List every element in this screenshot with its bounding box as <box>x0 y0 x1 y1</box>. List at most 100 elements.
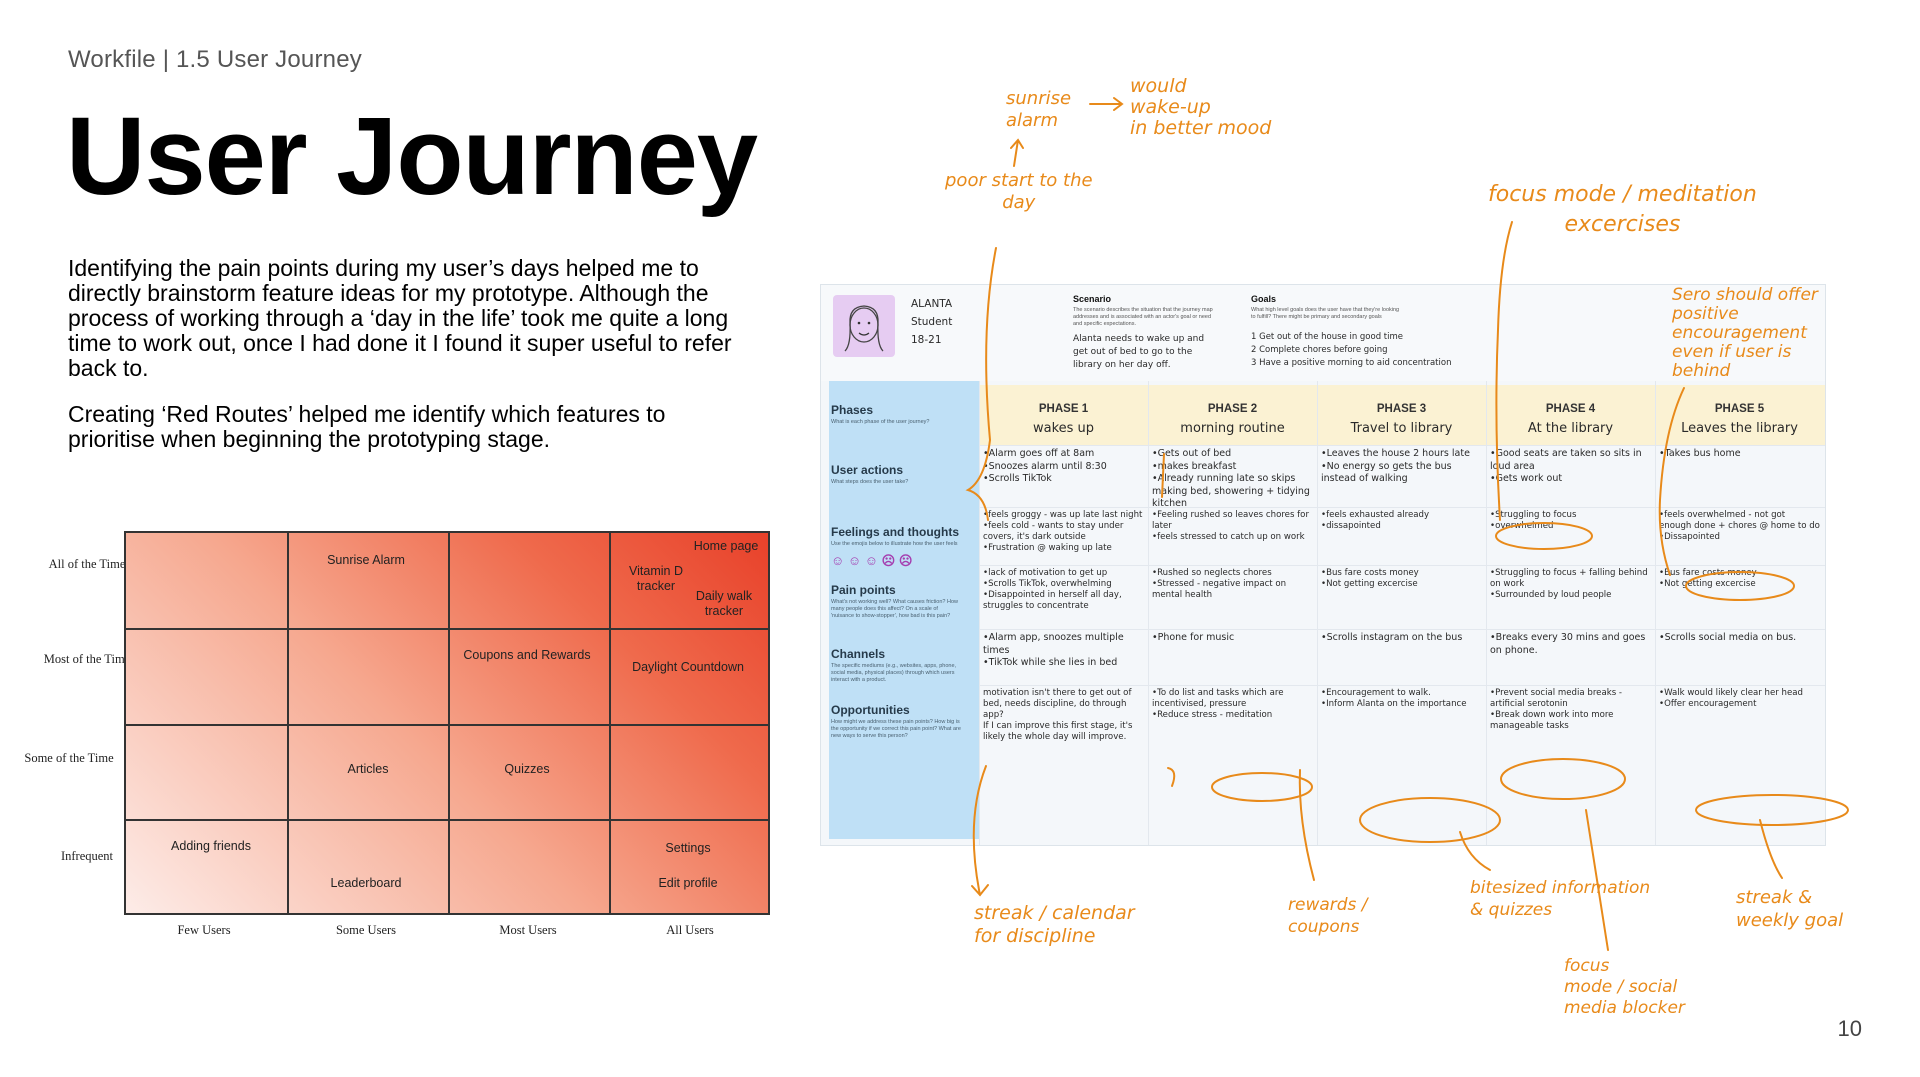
red-routes-grid: Sunrise Alarm Home page Vitamin D tracke… <box>124 531 770 915</box>
col-label-all: All Users <box>666 923 714 937</box>
row-label-most: Most of the Time <box>43 652 131 666</box>
phase-cell-opps: •Prevent social media breaks - artificia… <box>1490 688 1623 731</box>
column-divider <box>1148 381 1149 845</box>
sidebar-row-title: Feelings and thoughts <box>831 525 959 539</box>
phase-cell-pain: •Struggling to focus + falling behind on… <box>1490 568 1648 600</box>
column-divider <box>1655 381 1656 845</box>
goals-title: Goals <box>1251 294 1277 304</box>
anno-streak-calendar: streak / calendar for discipline <box>974 902 1135 947</box>
phase-cell-opps: •Encouragement to walk. •Inform Alanta o… <box>1321 688 1467 709</box>
anno-focus-social: focus mode / social media blocker <box>1564 956 1685 1018</box>
sidebar-row-title: Pain points <box>831 583 896 597</box>
anno-wake: would wake-up in better mood <box>1130 75 1272 139</box>
phase-label: PHASE 4 <box>1545 403 1596 415</box>
phase-cell-actions: •Leaves the house 2 hours late •No energ… <box>1321 448 1470 484</box>
phase-cell-opps: motivation isn't there to get out of bed… <box>983 688 1133 742</box>
grid-item-vitamin: Vitamin D tracker <box>629 564 683 593</box>
grid-item-walk: Daily walk tracker <box>695 589 753 618</box>
phase-label: PHASE 1 <box>1038 403 1089 415</box>
grid-item-leaderboard: Leaderboard <box>330 876 402 890</box>
journey-sidebar <box>829 381 979 839</box>
persona-avatar <box>833 295 895 357</box>
phase-cell-pain: •lack of motivation to get up •Scrolls T… <box>983 568 1122 611</box>
grid-item-coupons: Coupons and Rewards <box>463 648 591 662</box>
feelings-emoji-icon: ☺ ☺ ☺ ☹ ☹ <box>831 553 913 568</box>
phase-name: At the library <box>1527 421 1614 436</box>
persona-sketch-icon <box>844 305 884 352</box>
phase-label: PHASE 5 <box>1714 403 1765 415</box>
phase-cell-channels: •Scrolls instagram on the bus <box>1321 632 1463 643</box>
col-label-few: Few Users <box>177 923 231 937</box>
page-number: 10 <box>1837 1016 1862 1041</box>
scenario-text: Alanta needs to wake up and get out of b… <box>1073 334 1205 370</box>
row-divider <box>979 629 1825 630</box>
breadcrumb: Workfile | 1.5 User Journey <box>68 46 362 73</box>
phase-cell-channels: •Alarm app, snoozes multiple times •TikT… <box>983 632 1124 668</box>
sidebar-row-sub: What is each phase of the user journey? <box>831 419 930 425</box>
grid-item-sunrise: Sunrise Alarm <box>327 553 405 567</box>
anno-sunrise: sunrise alarm <box>1006 88 1072 131</box>
sidebar-row-sub: What steps does the user take? <box>831 479 909 485</box>
phase-cell-pain: •Bus fare costs money •Not getting excer… <box>1659 568 1757 589</box>
grid-item-home: Home page <box>693 539 759 553</box>
row-label-infrequent: Infrequent <box>60 849 114 863</box>
grid-item-settings: Settings <box>665 841 711 855</box>
sidebar-row-title: User actions <box>831 463 904 477</box>
sidebar-row-sub: The specific mediums (e.g., websites, ap… <box>831 663 957 683</box>
goals-sub: What high level goals does the user have… <box>1251 307 1400 320</box>
anno-rewards: rewards / coupons <box>1288 895 1368 937</box>
phase-cell-feelings: •feels overwhelmed - not got enough done… <box>1659 510 1820 542</box>
persona-name: ALANTA <box>911 298 953 310</box>
phase-cell-channels: •Phone for music <box>1152 632 1235 643</box>
row-divider <box>979 507 1825 508</box>
goals-text: 1 Get out of the house in good time 2 Co… <box>1251 332 1452 368</box>
phase-cell-actions: •Alarm goes off at 8am •Snoozes alarm un… <box>983 448 1107 484</box>
col-label-most: Most Users <box>499 923 557 937</box>
persona-age: 18-21 <box>911 334 942 346</box>
phase-name: morning routine <box>1180 421 1285 436</box>
sidebar-row-title: Phases <box>831 403 874 417</box>
row-divider <box>979 445 1825 446</box>
phases-header-band <box>979 385 1825 445</box>
persona-role: Student <box>911 316 953 328</box>
sidebar-row-sub: What's not working well? What causes fri… <box>831 599 958 619</box>
anno-bitesized: bitesized information & quizzes <box>1470 878 1651 920</box>
col-label-some: Some Users <box>335 923 397 937</box>
grid-item-friends: Adding friends <box>171 839 251 853</box>
grid-item-profile: Edit profile <box>658 876 718 890</box>
scenario-sub: The scenario describes the situation tha… <box>1073 307 1213 327</box>
sidebar-row-sub: Use the emojis below to illustrate how t… <box>831 541 958 547</box>
column-divider <box>1317 381 1318 845</box>
phase-cell-actions: •Good seats are taken so sits in loud ar… <box>1490 448 1642 484</box>
anno-poor-start: poor start to the day <box>945 170 1093 213</box>
sidebar-row-title: Opportunities <box>831 703 910 717</box>
phase-cell-channels: •Scrolls social media on bus. <box>1659 632 1797 643</box>
phase-name: wakes up <box>1032 421 1095 436</box>
grid-item-daylight: Daylight Countdown <box>632 660 744 674</box>
phase-cell-actions: •Takes bus home <box>1659 448 1741 459</box>
phase-cell-feelings: •Struggling to focus •overwhelmed <box>1490 510 1577 531</box>
anno-sero-encourage: Sero should offer positive encouragement… <box>1672 285 1818 381</box>
column-divider <box>979 381 980 845</box>
grid-item-articles: Articles <box>347 762 389 776</box>
sidebar-row-sub: How might we address these pain points? … <box>831 719 961 739</box>
phase-cell-pain: •Bus fare costs money •Not getting excer… <box>1321 568 1419 589</box>
phase-name: Travel to library <box>1350 421 1453 436</box>
page-title: User Journey <box>66 95 758 218</box>
red-routes-paragraph: Creating ‘Red Routes’ helped me identify… <box>68 401 666 452</box>
scenario-title: Scenario <box>1073 294 1112 304</box>
phase-label: PHASE 3 <box>1376 403 1427 415</box>
row-label-some: Some of the Time <box>24 751 114 765</box>
phase-name: Leaves the library <box>1681 421 1798 436</box>
sidebar-row-title: Channels <box>831 647 886 661</box>
row-label-all: All of the Time <box>48 557 126 571</box>
phase-cell-channels: •Breaks every 30 mins and goes on phone. <box>1490 632 1646 656</box>
phase-cell-opps: •To do list and tasks which are incentiv… <box>1152 688 1284 720</box>
phase-cell-feelings: •Feeling rushed so leaves chores for lat… <box>1152 510 1309 542</box>
phase-cell-feelings: •feels exhausted already •dissapointed <box>1321 510 1430 531</box>
grid-item-quizzes: Quizzes <box>504 762 550 776</box>
phase-cell-pain: •Rushed so neglects chores •Stressed - n… <box>1152 568 1287 600</box>
phase-label: PHASE 2 <box>1207 403 1258 415</box>
anno-streak-weekly: streak & weekly goal <box>1736 887 1844 931</box>
intro-paragraph: Identifying the pain points during my us… <box>68 255 732 381</box>
